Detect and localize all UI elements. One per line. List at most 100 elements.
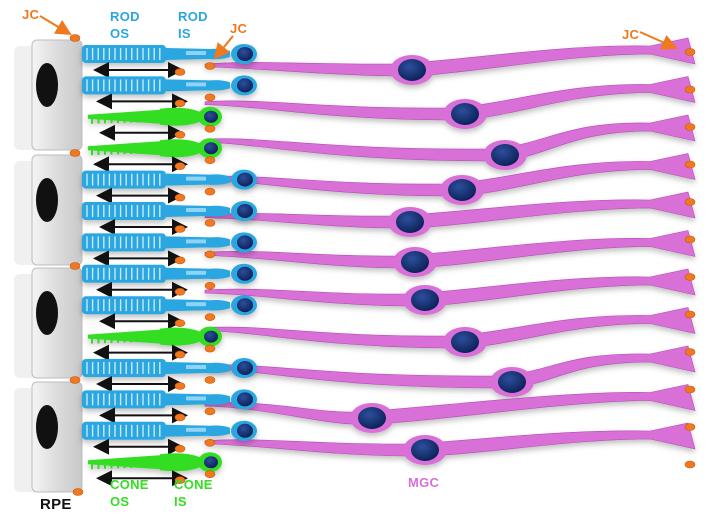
- rod-nucleus: [237, 204, 253, 218]
- rod-photoreceptor: [82, 263, 257, 284]
- rod-os-line1: ROD: [110, 9, 140, 24]
- cone-nucleus: [204, 110, 218, 123]
- junction-complex: [684, 348, 696, 356]
- mgc-nucleus: [411, 289, 439, 311]
- rod-outer-segment: [82, 390, 166, 409]
- rod-outer-segment: [82, 202, 166, 220]
- junction-complex: [174, 162, 186, 170]
- cone-photoreceptor: [88, 452, 222, 473]
- rod-cilium: [186, 270, 206, 275]
- junction-complex: [174, 193, 186, 202]
- mgc-nucleus: [451, 331, 479, 353]
- junction-complex: [204, 93, 216, 102]
- cone-nucleus: [204, 456, 218, 469]
- mgc-nucleus: [451, 103, 479, 125]
- rod-is-label: ROD IS: [178, 8, 208, 42]
- rpe-nucleus: [36, 405, 58, 449]
- junction-complex: [204, 407, 216, 416]
- junction-complex: [69, 34, 81, 42]
- rod-cilium: [186, 365, 206, 369]
- rod-cilium: [186, 427, 206, 432]
- mgc-process: [204, 76, 696, 121]
- junction-complex: [204, 438, 216, 447]
- rod-cilium: [186, 51, 206, 55]
- jc-right-label: JC: [622, 27, 640, 42]
- junction-complex: [174, 319, 186, 328]
- rod-photoreceptor: [82, 201, 257, 221]
- junction-complex: [174, 99, 186, 108]
- rod-nucleus: [237, 423, 253, 438]
- mgc-label: MGC: [408, 475, 440, 490]
- rod-outer-segment: [82, 264, 166, 283]
- junction-complex: [174, 256, 186, 265]
- mgc-process: [204, 384, 696, 425]
- junction-complex: [684, 85, 696, 94]
- rpe-nucleus: [36, 63, 58, 107]
- cone-is-line2: IS: [174, 494, 187, 509]
- rod-cilium: [186, 208, 206, 212]
- muller-glial-cell: [204, 76, 696, 129]
- mgc-process: [204, 422, 696, 457]
- rod-os-label: ROD OS: [110, 8, 140, 42]
- muller-glial-cell: [204, 230, 696, 277]
- rod-nucleus: [237, 361, 253, 375]
- rod-nucleus: [237, 235, 253, 250]
- rod-nucleus: [237, 266, 253, 281]
- mgc-process: [204, 191, 696, 229]
- rod-os-line2: OS: [110, 26, 130, 41]
- junction-complex: [174, 444, 186, 453]
- rod-outer-segment: [82, 76, 166, 95]
- junction-complex: [684, 123, 696, 131]
- junction-complex: [174, 350, 186, 359]
- junction-complex: [204, 470, 216, 479]
- mgc-nucleus: [398, 59, 426, 81]
- cone-os-line1: CONE: [110, 477, 149, 492]
- mgc-process: [204, 114, 696, 162]
- mgc-nucleus: [491, 144, 519, 166]
- junction-complex: [174, 476, 186, 485]
- rod-cilium: [186, 176, 206, 181]
- rod-cilium: [186, 396, 206, 401]
- cone-is-line1: CONE: [174, 477, 213, 492]
- junction-complex: [684, 198, 696, 206]
- jc-mid-pointer: [213, 35, 234, 60]
- mgc-nucleus: [411, 439, 439, 461]
- mgc-nucleus: [396, 211, 424, 233]
- rpe-nucleus: [36, 291, 58, 335]
- junction-complex: [684, 310, 696, 319]
- cone-inner-segment: [160, 327, 200, 346]
- jc-mid-label: JC: [230, 21, 248, 36]
- rpe-nucleus: [36, 178, 58, 222]
- cone-is-label: CONE IS: [174, 476, 213, 510]
- rod-photoreceptor: [82, 358, 257, 378]
- junction-complex: [204, 62, 216, 70]
- junction-complex: [684, 423, 696, 431]
- rod-photoreceptor: [82, 295, 257, 316]
- junction-complex: [204, 250, 216, 259]
- junction-complex: [174, 413, 186, 422]
- jc-right-pointer: [639, 31, 678, 50]
- rod-photoreceptor: [82, 75, 257, 96]
- cone-photoreceptor: [88, 106, 222, 127]
- mgc-process: [204, 268, 696, 307]
- muller-glial-cell: [204, 37, 696, 85]
- junction-complex: [72, 488, 84, 496]
- muller-glial-cell: [204, 345, 696, 397]
- mgc-process: [204, 153, 696, 197]
- junction-complex: [204, 125, 216, 133]
- rod-photoreceptor: [82, 420, 257, 441]
- junction-complex: [174, 225, 186, 233]
- junction-complex: [204, 344, 216, 353]
- rod-outer-segment: [82, 359, 166, 377]
- rod-nucleus: [237, 298, 253, 313]
- rod-cilium: [186, 302, 206, 307]
- mgc-process: [204, 37, 696, 77]
- jc-left-pointer: [39, 15, 72, 36]
- junction-complex: [684, 385, 696, 394]
- rod-is-line2: IS: [178, 26, 191, 41]
- rod-photoreceptor: [82, 389, 257, 410]
- junction-complex: [69, 376, 81, 384]
- junction-complex: [684, 273, 696, 281]
- muller-glial-cell: [204, 191, 696, 237]
